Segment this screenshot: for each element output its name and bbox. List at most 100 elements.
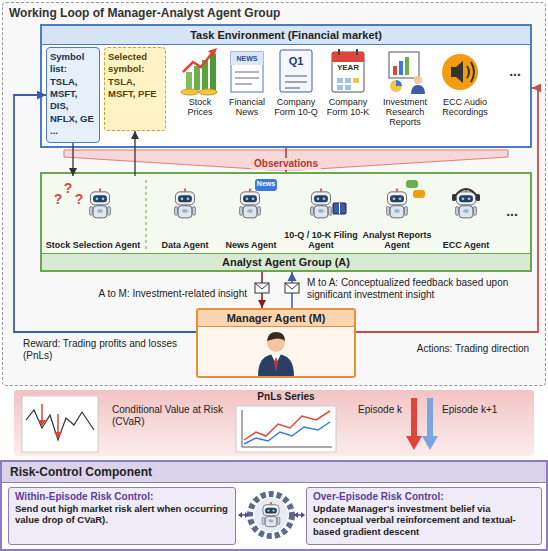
- drawing-part: [57, 414, 59, 435]
- drawing-part: [285, 87, 300, 89]
- icon-caption: Company Form 10-Q: [271, 98, 321, 118]
- drawing-part: [235, 71, 259, 73]
- edge-label: A to M: Investment-related insight: [96, 288, 250, 300]
- connector: [14, 95, 196, 332]
- text-slot: Task Environment (Financial market): [42, 26, 530, 45]
- drawing-part: [451, 61, 463, 83]
- drawing-part: [235, 83, 252, 85]
- icon-label: ...: [500, 204, 524, 219]
- drawing-part: [236, 406, 336, 452]
- drawing-part: [411, 398, 417, 438]
- drawing-part: [339, 203, 340, 214]
- drawing-part: [250, 494, 292, 536]
- edge-label-slot: Actions: Trading direction: [362, 338, 532, 356]
- connector: [291, 272, 293, 308]
- text-slot: News Agent: [220, 241, 282, 251]
- form-10q-icon: [280, 50, 312, 92]
- observation-band: [64, 150, 508, 170]
- drawing-part: [390, 80, 402, 92]
- icon-caption: Company Form 10-K: [323, 98, 373, 118]
- drawing-part: [255, 283, 269, 293]
- icon-label: ?: [73, 192, 85, 207]
- drawing-part: [427, 398, 433, 438]
- text-slot: Working Loop of Manager-Analyst Agent Gr…: [3, 3, 545, 23]
- node-heading: ECC Agent: [436, 241, 496, 251]
- icon-label: Q1: [284, 55, 308, 67]
- label-slot: Investment Research Reports: [376, 98, 434, 128]
- risk-box: Over-Episode Risk Control:Update Manager…: [306, 487, 542, 545]
- drawing-part: [285, 75, 307, 77]
- connector: [134, 131, 135, 176]
- connector: [72, 143, 73, 176]
- stock-price-icon: [181, 48, 217, 95]
- label-slot: Stock Prices: [177, 98, 223, 118]
- drawing-part: [254, 498, 288, 532]
- node-text: Send out high market risk alert when occ…: [15, 503, 229, 526]
- drawing-part: [245, 512, 249, 518]
- text-slot: Send out high market risk alert when occ…: [15, 503, 229, 526]
- news-icon: [231, 52, 263, 92]
- text-slot: Manager Agent (M): [198, 310, 354, 327]
- text-slot: Within-Episode Risk Control:: [15, 491, 229, 503]
- text-slot: Risk-Control Component: [2, 462, 546, 483]
- pnl-chart: [236, 406, 336, 452]
- text-slot: Episode k: [340, 404, 402, 416]
- drawing-part: [181, 89, 199, 95]
- drawing-part: [413, 190, 425, 198]
- episode-arrows: [406, 398, 438, 450]
- label-slot: ?: [52, 192, 64, 207]
- drawing-part: [183, 52, 213, 72]
- drawing-part: [231, 52, 263, 65]
- node-heading: Conditional Value at Risk (CVaR): [112, 404, 224, 428]
- edge-label-slot: A to M: Investment-related insight: [40, 283, 250, 301]
- drawing-part: [208, 48, 217, 57]
- audio-speaker-icon: [442, 54, 478, 90]
- label-slot: ...: [500, 204, 524, 219]
- drawing-part: [267, 334, 285, 352]
- drawing-part: [258, 354, 294, 376]
- group-divider: [146, 180, 147, 250]
- drawing-part: [22, 396, 98, 452]
- node-heading: Over-Episode Risk Control:: [313, 491, 535, 503]
- node-text: PnLs Series: [236, 391, 336, 403]
- drawing-part: [267, 332, 285, 341]
- drawing-part: [337, 85, 343, 90]
- text-slot: Over-Episode Risk Control:: [313, 491, 535, 503]
- drawing-part: [38, 420, 46, 426]
- drawing-part: [345, 85, 351, 90]
- drawing-part: [240, 514, 247, 516]
- drawing-part: [301, 512, 305, 518]
- edge-label-slot: M to A: Conceptualized feedback based up…: [304, 277, 530, 302]
- text-slot: Analyst Agent Group (A): [42, 253, 530, 270]
- text-slot: Update Manager's investment belief via c…: [313, 503, 535, 537]
- pnl-band: Conditional Value at Risk (CVaR) PnLs Ser…: [14, 390, 534, 456]
- icon-caption: ECC Audio Recordings: [436, 98, 494, 118]
- connector: [356, 88, 538, 332]
- drawing-part: [274, 357, 278, 372]
- drawing-part: [262, 502, 280, 527]
- risk-panel: Within-Episode Risk Control:Send out hig…: [0, 460, 548, 551]
- drawing-part: [471, 62, 474, 82]
- label-slot: Company Form 10-Q: [271, 98, 321, 118]
- drawing-part: [285, 81, 307, 83]
- icon-label: YEAR: [332, 64, 364, 73]
- node-text: Episode k+1: [442, 404, 514, 416]
- icon-label: ?: [62, 181, 74, 196]
- node-text: Update Manager's investment belief via c…: [313, 503, 535, 537]
- drawing-part: [337, 78, 343, 83]
- edge-label-slot: Reward: Trading profits and losses (PnLs…: [20, 338, 190, 363]
- drawing-part: [406, 180, 418, 188]
- label-slot: ?: [62, 181, 74, 196]
- edge-label: Observations: [251, 158, 321, 170]
- icon-caption: Stock Prices: [177, 98, 223, 118]
- label-slot: ...: [503, 64, 527, 79]
- label-slot: Q1: [284, 55, 308, 67]
- drawing-part: [54, 432, 62, 438]
- label-slot: Financial News: [224, 98, 270, 118]
- drawing-part: [414, 76, 422, 84]
- drawing-part: [356, 49, 358, 55]
- label-slot: Company Form 10-K: [323, 98, 373, 118]
- label-slot: YEAR: [332, 64, 364, 73]
- node-heading: Selected symbol: TSLA, MSFT, PFE: [105, 48, 165, 103]
